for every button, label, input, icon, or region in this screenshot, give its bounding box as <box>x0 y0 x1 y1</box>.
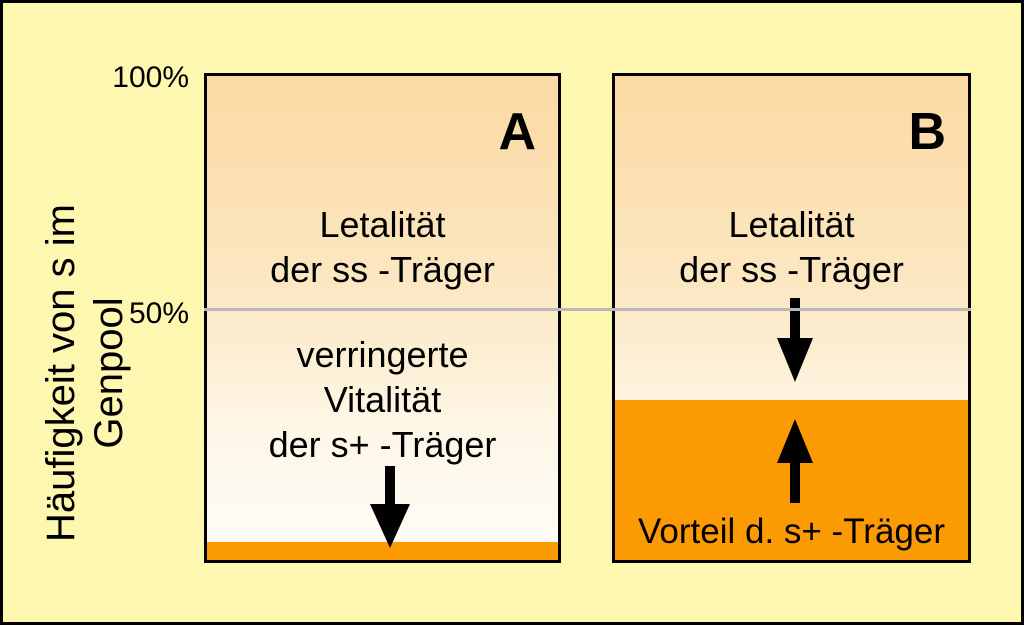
panel-a-letter: A <box>498 103 536 161</box>
panel-a-fill-bar <box>207 542 558 560</box>
panel-b-top-text: Letalität der ss -Träger <box>615 202 968 292</box>
panel-a-top-line-2: der ss -Träger <box>270 249 495 290</box>
panel-b: B Letalität der ss -Träger Vorteil d. s+… <box>612 73 971 563</box>
panel-b-down-arrow-icon <box>777 298 813 382</box>
panel-b-bottom-text: Vorteil d. s+ -Träger <box>637 512 946 551</box>
y-axis-label: Häufigkeit von s im Genpool <box>39 204 131 542</box>
fifty-percent-line <box>204 308 971 311</box>
panel-b-letter: B <box>908 103 946 161</box>
panel-a-bottom-line-3: der s+ -Träger <box>268 424 497 465</box>
panel-a-bottom-text: verringerte Vitalität der s+ -Träger <box>207 332 558 467</box>
panel-a-bottom-line-1: verringerte <box>296 334 469 375</box>
panel-b-up-arrow-icon <box>777 419 813 503</box>
panel-a-top-text: Letalität der ss -Träger <box>207 202 558 292</box>
panel-b-top-line-1: Letalität <box>728 204 855 245</box>
panel-b-top-line-2: der ss -Träger <box>679 249 904 290</box>
tick-100-percent: 100% <box>112 61 189 94</box>
panel-a-down-arrow-icon <box>370 466 410 548</box>
panel-a-top-line-1: Letalität <box>319 204 446 245</box>
tick-50-percent: 50% <box>128 297 189 330</box>
panel-a: A Letalität der ss -Träger verringerte V… <box>204 73 561 563</box>
panel-a-bottom-line-2: Vitalität <box>323 379 442 420</box>
